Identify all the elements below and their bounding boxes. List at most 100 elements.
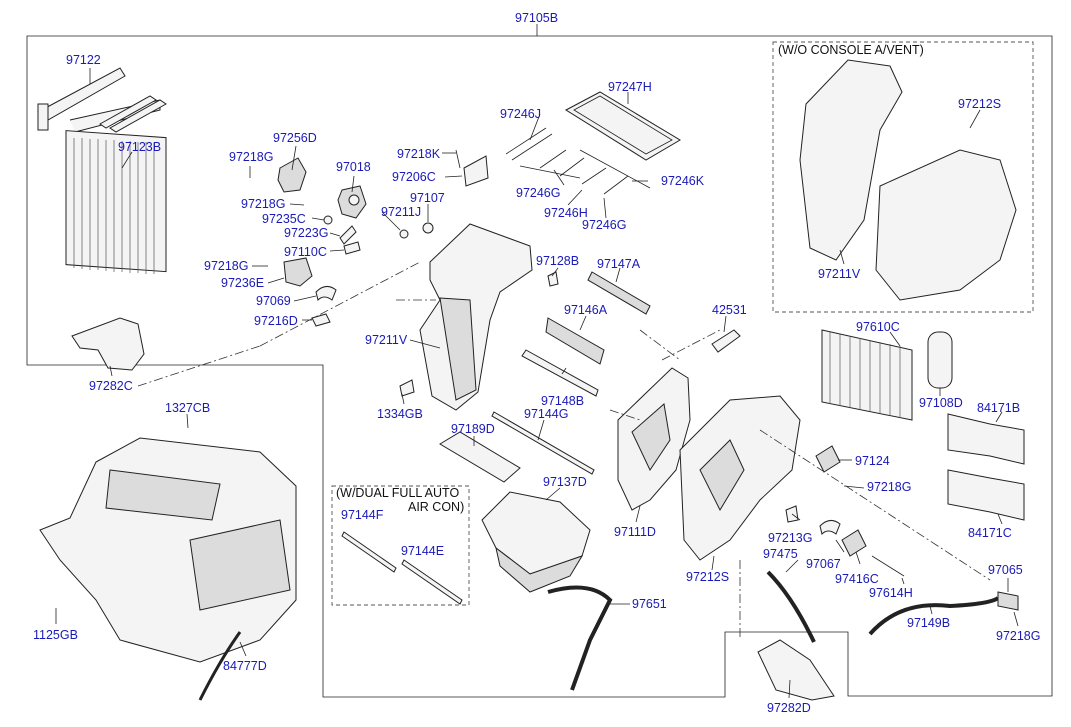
label-97614H[interactable]: 97614H bbox=[869, 586, 913, 600]
label-97218G-4[interactable]: 97218G bbox=[867, 480, 911, 494]
label-97067[interactable]: 97067 bbox=[806, 557, 841, 571]
label-97218G-3[interactable]: 97218G bbox=[204, 259, 248, 273]
leader-lines bbox=[55, 68, 1019, 699]
label-97144E[interactable]: 97144E bbox=[401, 544, 444, 558]
part-84171B bbox=[947, 413, 1025, 465]
part-97069 bbox=[315, 286, 337, 301]
part-97111D-case bbox=[617, 367, 691, 511]
label-97018[interactable]: 97018 bbox=[336, 160, 371, 174]
label-84171C[interactable]: 84171C bbox=[968, 526, 1012, 540]
label-97123B[interactable]: 97123B bbox=[118, 140, 161, 154]
dual-auto-box bbox=[331, 485, 470, 606]
wo-console-box bbox=[772, 41, 1034, 313]
label-97475[interactable]: 97475 bbox=[763, 547, 798, 561]
part-97235C bbox=[323, 215, 333, 225]
label-97146A[interactable]: 97146A bbox=[564, 303, 608, 317]
part-84171C bbox=[947, 469, 1025, 521]
part-97206C bbox=[463, 155, 489, 187]
label-97213G[interactable]: 97213G bbox=[768, 531, 812, 545]
label-97148B[interactable]: 97148B bbox=[541, 394, 584, 408]
label-97065[interactable]: 97065 bbox=[988, 563, 1023, 577]
label-97236E[interactable]: 97236E bbox=[221, 276, 264, 290]
label-97218G-5[interactable]: 97218G bbox=[996, 629, 1040, 643]
part-97108D bbox=[927, 331, 953, 389]
label-84777D[interactable]: 84777D bbox=[223, 659, 267, 673]
label-97218G-2[interactable]: 97218G bbox=[241, 197, 285, 211]
label-97246J[interactable]: 97246J bbox=[500, 107, 541, 121]
part-labels: 97105B (W/O CONSOLE A/VENT) (W/DUAL FULL… bbox=[33, 11, 1040, 715]
part-97246-set bbox=[505, 127, 651, 195]
note-dual-auto-2: AIR CON) bbox=[408, 500, 464, 514]
label-97147A[interactable]: 97147A bbox=[597, 257, 641, 271]
part-97216D bbox=[311, 313, 331, 327]
label-97137D[interactable]: 97137D bbox=[543, 475, 587, 489]
part-97149B bbox=[868, 596, 1000, 636]
part-97212S-alt bbox=[875, 149, 1017, 301]
part-97144F bbox=[341, 531, 397, 573]
label-97610C[interactable]: 97610C bbox=[856, 320, 900, 334]
label-97069[interactable]: 97069 bbox=[256, 294, 291, 308]
part-97065 bbox=[997, 591, 1019, 611]
label-97144G[interactable]: 97144G bbox=[524, 407, 568, 421]
part-1334GB bbox=[399, 379, 415, 397]
label-97246G-1[interactable]: 97246G bbox=[516, 186, 560, 200]
label-97247H[interactable]: 97247H bbox=[608, 80, 652, 94]
label-97108D[interactable]: 97108D bbox=[919, 396, 963, 410]
label-97282C[interactable]: 97282C bbox=[89, 379, 133, 393]
part-97123B bbox=[65, 95, 167, 274]
label-1334GB[interactable]: 1334GB bbox=[377, 407, 423, 421]
label-97149B[interactable]: 97149B bbox=[907, 616, 950, 630]
label-97246K[interactable]: 97246K bbox=[661, 174, 705, 188]
label-97128B[interactable]: 97128B bbox=[536, 254, 579, 268]
label-97144F[interactable]: 97144F bbox=[341, 508, 384, 522]
label-1327CB[interactable]: 1327CB bbox=[165, 401, 210, 415]
label-97235C[interactable]: 97235C bbox=[262, 212, 306, 226]
part-97147A bbox=[587, 271, 651, 315]
part-97128B bbox=[547, 271, 559, 287]
part-97211J bbox=[399, 229, 409, 239]
part-97236E bbox=[283, 257, 313, 287]
part-42531 bbox=[711, 329, 741, 353]
label-97111D[interactable]: 97111D bbox=[614, 525, 656, 539]
label-97189D[interactable]: 97189D bbox=[451, 422, 495, 436]
label-97105B[interactable]: 97105B bbox=[515, 11, 558, 25]
label-97110C[interactable]: 97110C bbox=[284, 245, 327, 259]
part-97122 bbox=[37, 67, 126, 131]
assembly-lines bbox=[137, 261, 991, 640]
label-97211V-2[interactable]: 97211V bbox=[818, 267, 861, 281]
label-42531[interactable]: 42531 bbox=[712, 303, 747, 317]
label-97218G-1[interactable]: 97218G bbox=[229, 150, 273, 164]
part-84777D bbox=[198, 631, 242, 701]
label-97246G-2[interactable]: 97246G bbox=[582, 218, 626, 232]
label-97124[interactable]: 97124 bbox=[855, 454, 890, 468]
label-97416C[interactable]: 97416C bbox=[835, 572, 879, 586]
label-97256D[interactable]: 97256D bbox=[273, 131, 317, 145]
part-97256D bbox=[277, 157, 307, 193]
part-97212S-case bbox=[679, 395, 801, 561]
part-97247H bbox=[564, 91, 681, 161]
label-97212S-1[interactable]: 97212S bbox=[686, 570, 729, 584]
label-97211J[interactable]: 97211J bbox=[381, 205, 421, 219]
label-84171B[interactable]: 84171B bbox=[977, 401, 1020, 415]
label-97216D[interactable]: 97216D bbox=[254, 314, 298, 328]
part-97189D bbox=[439, 431, 521, 483]
label-97651[interactable]: 97651 bbox=[632, 597, 667, 611]
note-dual-auto-1: (W/DUAL FULL AUTO bbox=[336, 486, 459, 500]
part-97218K bbox=[455, 149, 461, 169]
part-97416C bbox=[841, 529, 867, 557]
label-97122[interactable]: 97122 bbox=[66, 53, 101, 67]
label-97223G[interactable]: 97223G bbox=[284, 226, 328, 240]
note-wo-console: (W/O CONSOLE A/VENT) bbox=[778, 43, 924, 57]
label-97212S-2[interactable]: 97212S bbox=[958, 97, 1001, 111]
part-97610C bbox=[821, 329, 913, 421]
label-97107[interactable]: 97107 bbox=[410, 191, 445, 205]
label-97206C[interactable]: 97206C bbox=[392, 170, 436, 184]
label-97211V-1[interactable]: 97211V bbox=[365, 333, 408, 347]
part-97144G bbox=[491, 411, 595, 475]
label-97282D[interactable]: 97282D bbox=[767, 701, 811, 715]
label-1125GB[interactable]: 1125GB bbox=[33, 628, 78, 642]
part-97282C bbox=[71, 317, 145, 371]
label-97218K[interactable]: 97218K bbox=[397, 147, 441, 161]
label-97246H[interactable]: 97246H bbox=[544, 206, 588, 220]
